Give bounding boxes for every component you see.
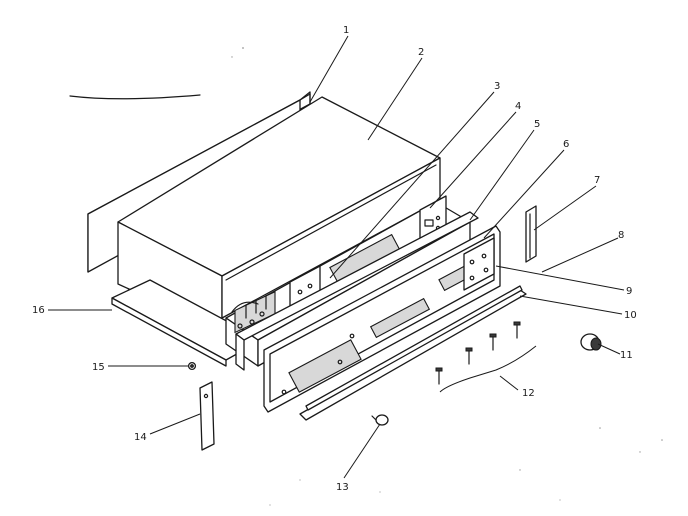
callout-12: 12 [522,388,535,399]
part-10-rod [299,285,527,421]
screw-3 [489,333,497,351]
part-12-screws [435,321,537,393]
callout-labels: 1 2 3 4 5 6 7 8 9 10 11 12 13 14 15 16 [32,25,637,493]
scan-mark [69,94,201,100]
callout-1: 1 [343,25,349,36]
part-5-front-bezel [235,211,479,371]
callout-4: 4 [515,101,521,112]
callout-8: 8 [618,230,624,241]
callout-6: 6 [563,139,569,150]
part-11-knob [580,333,602,351]
part-8-control-plate [463,237,495,291]
callout-16: 16 [32,305,45,316]
leader-lines [48,35,625,479]
part-2-cabinet-cover [117,96,441,327]
part-13-cylinder [371,414,389,426]
callout-7: 7 [594,175,600,186]
screw-1 [435,367,443,385]
part-14-left-trim [199,381,215,451]
callout-11: 11 [620,350,633,361]
callout-9: 9 [626,286,632,297]
callout-13: 13 [336,482,349,493]
part-15-screw [187,361,197,371]
part-16-base-plate [111,279,263,367]
screw-2 [465,347,473,365]
callout-10: 10 [624,310,637,321]
part-7-right-trim [525,205,537,263]
screw-4 [513,321,521,339]
callout-2: 2 [418,47,424,58]
part-6-front-panel [263,225,501,413]
callout-3: 3 [494,81,500,92]
callout-15: 15 [92,362,105,373]
scan-noise [231,47,663,506]
callout-5: 5 [534,119,540,130]
callout-14: 14 [134,432,147,443]
